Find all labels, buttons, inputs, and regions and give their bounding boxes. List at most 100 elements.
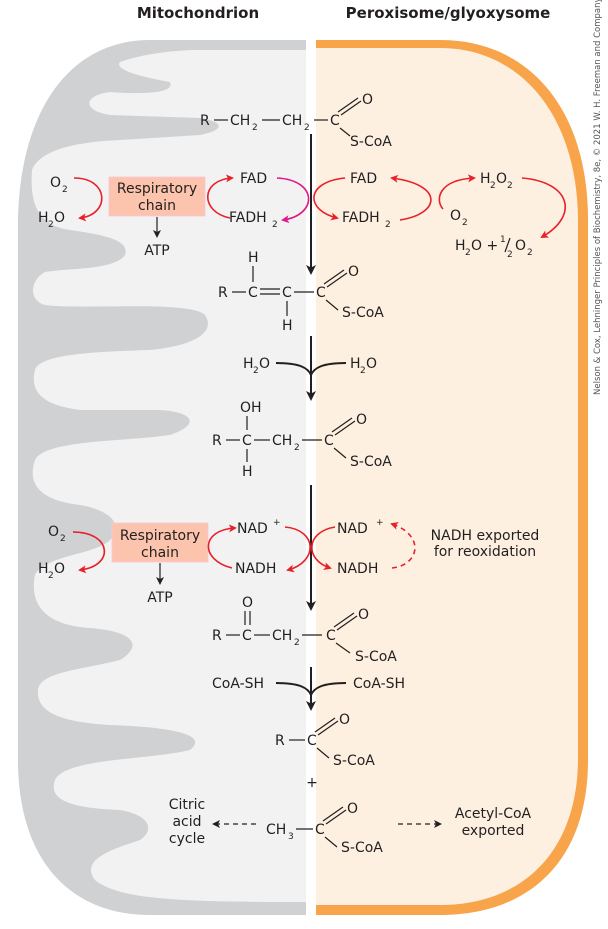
svg-text:C: C (316, 285, 326, 301)
svg-text:O: O (339, 712, 350, 728)
svg-text:C: C (324, 433, 334, 449)
svg-text:2: 2 (253, 366, 259, 376)
svg-text:+: + (376, 518, 384, 528)
mito-step1-fad: O 2 H 2 O Respiratory chain ATP FAD FADH… (38, 171, 310, 259)
svg-text:O: O (348, 264, 359, 280)
svg-text:2: 2 (507, 181, 513, 191)
svg-text:1: 1 (500, 235, 506, 245)
svg-text:2: 2 (385, 220, 391, 230)
citric-acid-cycle-fate: Citric acid cycle (169, 797, 256, 847)
svg-text:H: H (350, 356, 361, 372)
svg-text:O: O (496, 171, 507, 187)
svg-text:CoA-SH: CoA-SH (353, 676, 405, 692)
svg-text:H: H (38, 561, 49, 577)
peroxisome-header: Peroxisome/glyoxysome (346, 4, 551, 22)
svg-text:2: 2 (462, 218, 468, 228)
svg-text:CH: CH (230, 113, 250, 129)
svg-text:H: H (243, 356, 254, 372)
svg-text:2: 2 (507, 250, 513, 260)
svg-text:O: O (259, 356, 270, 372)
svg-text:C: C (248, 285, 258, 301)
plus-sign: + (306, 775, 318, 791)
svg-text:chain: chain (141, 545, 179, 561)
svg-text:O: O (347, 801, 358, 817)
svg-text:2: 2 (48, 571, 54, 581)
ketoacyl-coa-molecule: O R C CH 2 C O S-CoA (212, 595, 397, 665)
svg-text:2: 2 (272, 220, 278, 230)
svg-text:O: O (356, 412, 367, 428)
svg-text:S-CoA: S-CoA (341, 840, 383, 856)
svg-text:O: O (450, 208, 461, 224)
svg-text:O: O (54, 210, 65, 226)
respiratory-chain-box-1 (108, 176, 206, 217)
svg-text:H: H (248, 250, 259, 266)
svg-text:R: R (212, 433, 222, 449)
svg-text:FAD: FAD (350, 171, 377, 187)
svg-text:C: C (330, 113, 340, 129)
svg-text:H: H (38, 210, 49, 226)
svg-text:C: C (282, 285, 292, 301)
svg-text:2: 2 (62, 185, 68, 195)
svg-text:chain: chain (138, 198, 176, 214)
svg-text:C: C (326, 628, 336, 644)
svg-text:2: 2 (252, 123, 258, 133)
svg-text:NADH: NADH (235, 561, 276, 577)
svg-text:+: + (273, 518, 281, 528)
svg-text:2: 2 (490, 181, 496, 191)
svg-text:ATP: ATP (147, 590, 172, 606)
nadh-export-note-line2: for reoxidation (434, 544, 536, 560)
svg-text:CH: CH (266, 822, 286, 838)
svg-text:O: O (54, 561, 65, 577)
svg-text:O +: O + (471, 238, 498, 254)
svg-text:CH: CH (282, 113, 302, 129)
svg-text:2: 2 (60, 534, 66, 544)
svg-text:Acetyl-CoA: Acetyl-CoA (455, 806, 532, 822)
svg-text:C: C (242, 628, 252, 644)
svg-text:R: R (212, 628, 222, 644)
svg-text:cycle: cycle (169, 831, 205, 847)
svg-text:O: O (366, 356, 377, 372)
svg-text:R: R (218, 285, 228, 301)
svg-text:S-CoA: S-CoA (333, 753, 375, 769)
copyright-credit: Nelson & Cox, Lehninger Principles of Bi… (593, 0, 603, 395)
svg-text:Respiratory: Respiratory (117, 181, 197, 197)
perox-step1-fad: FAD FADH 2 O 2 H 2 O 2 H 2 O + 1 2 O 2 (313, 171, 567, 260)
svg-text:NAD: NAD (237, 521, 268, 537)
svg-text:C: C (242, 433, 252, 449)
svg-text:C: C (307, 733, 317, 749)
svg-text:FADH: FADH (342, 210, 380, 226)
nadh-export-note-line1: NADH exported (431, 528, 540, 544)
svg-text:S-CoA: S-CoA (350, 454, 392, 470)
svg-text:CH: CH (272, 433, 292, 449)
mitochondrion-header: Mitochondrion (137, 4, 259, 22)
svg-text:FADH: FADH (229, 210, 267, 226)
svg-text:H: H (242, 464, 253, 480)
svg-text:R: R (275, 733, 285, 749)
svg-text:2: 2 (294, 638, 300, 648)
svg-text:OH: OH (240, 400, 262, 416)
svg-text:2: 2 (294, 443, 300, 453)
perox-step3-nad: NAD + NADH NADH exported for reoxidation (311, 518, 540, 577)
svg-text:C: C (315, 822, 325, 838)
svg-text:2: 2 (360, 366, 366, 376)
peroxisome-compartment (316, 40, 588, 915)
enoyl-coa-molecule: R C H C H C O S-CoA (218, 250, 384, 334)
svg-text:3: 3 (288, 832, 294, 842)
svg-text:O: O (362, 92, 373, 108)
svg-text:FAD: FAD (240, 171, 267, 187)
svg-text:S-CoA: S-CoA (355, 649, 397, 665)
svg-text:Citric: Citric (169, 797, 206, 813)
svg-text:CoA-SH: CoA-SH (212, 676, 264, 692)
mito-step3-nad: O 2 H 2 O Respiratory chain ATP NAD + NA… (38, 518, 311, 606)
svg-text:O: O (50, 175, 61, 191)
svg-text:O: O (515, 238, 526, 254)
svg-text:O: O (242, 595, 253, 611)
hydroxyacyl-coa-molecule: OH R C H CH 2 C O S-CoA (212, 400, 392, 480)
acyl-coa-molecule: R CH 2 CH 2 C O S-CoA (200, 92, 392, 150)
mitochondrion-compartment (18, 40, 307, 915)
acetyl-coa-exported-fate: Acetyl-CoA exported (398, 806, 532, 839)
svg-text:exported: exported (462, 823, 525, 839)
svg-text:2: 2 (527, 248, 533, 258)
svg-text:H: H (282, 318, 293, 334)
